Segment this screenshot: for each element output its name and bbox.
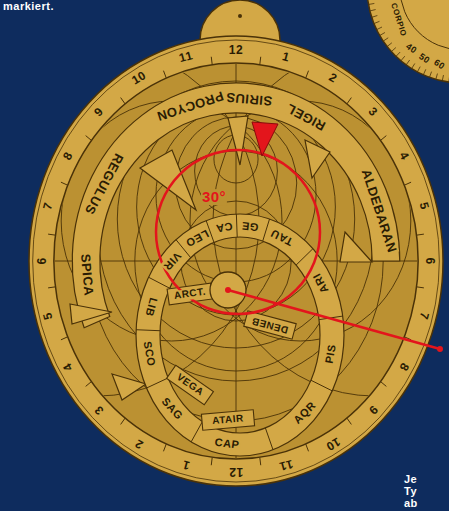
- disc-tick: [396, 52, 400, 56]
- caption-fragment: Ty: [404, 486, 417, 498]
- hour-tick: [211, 457, 213, 465]
- hour-tick: [48, 234, 55, 235]
- disc-tick: [374, 21, 380, 23]
- hour-tick: [417, 234, 424, 235]
- star-pointer: [340, 232, 372, 262]
- astrolabe-body: [0, 36, 449, 486]
- zodiac-divider: [263, 219, 270, 241]
- disc-tick: [406, 60, 410, 65]
- star-bar: [201, 410, 254, 430]
- star-name: SIRIUS: [224, 90, 273, 108]
- hour-tick: [86, 382, 92, 387]
- star-pointer: [305, 140, 330, 178]
- hour-tick: [404, 182, 411, 185]
- zodiac-divider: [311, 380, 332, 391]
- hour-tick: [417, 287, 424, 288]
- hour-tick: [163, 71, 166, 78]
- center-hub: [210, 272, 246, 308]
- star-pointer: [70, 304, 112, 324]
- azimuth-arc: [190, 101, 411, 341]
- hour-tick: [61, 337, 68, 340]
- hour-tick: [381, 136, 387, 141]
- zodiac-divider: [147, 378, 169, 388]
- rim-line: [33, 40, 440, 482]
- hour-tick: [259, 57, 261, 65]
- hour-number: 11: [277, 457, 295, 473]
- disc-tick: [442, 75, 443, 81]
- hour-tick: [86, 136, 92, 141]
- azimuth-arc: [213, 46, 449, 396]
- hour-number: 12: [228, 466, 244, 479]
- disc-tick: [401, 56, 405, 61]
- star-name: SPICA: [78, 253, 95, 298]
- star-bar: [244, 311, 296, 339]
- angle-circle: [156, 150, 320, 314]
- plate: [54, 63, 418, 459]
- star-bar: [167, 365, 214, 404]
- hour-tick: [347, 418, 351, 424]
- zodiac-divider: [136, 330, 160, 331]
- plate-lines: [0, 46, 449, 459]
- star-bar: [167, 283, 213, 305]
- hour-tick: [121, 418, 125, 424]
- disc-tick: [423, 69, 425, 74]
- throne-hole: [238, 14, 242, 18]
- zodiac-divider: [191, 422, 202, 442]
- star-pointer: [112, 374, 146, 400]
- zodiac-sign: CA: [214, 219, 235, 234]
- hour-tick: [163, 444, 166, 451]
- disc-tick: [412, 63, 415, 68]
- disc-tick: [383, 38, 388, 41]
- red-leader: [228, 290, 440, 349]
- red-end: [437, 346, 443, 352]
- star-pointer: [228, 116, 248, 165]
- hour-tick: [347, 98, 351, 104]
- disc-tick: [417, 67, 420, 72]
- hour-tick: [211, 57, 213, 65]
- star-pointer: [140, 150, 196, 210]
- disc-tick: [391, 48, 395, 52]
- corner-disc: [367, 0, 449, 83]
- hour-tick: [306, 71, 309, 78]
- zodiac-divider: [296, 249, 313, 265]
- hour-tick: [306, 444, 309, 451]
- disc-tick: [380, 33, 385, 36]
- disc-tick: [377, 27, 382, 30]
- disc-tick: [372, 16, 378, 18]
- hour-number: 6: [36, 256, 49, 265]
- disc-tick: [387, 43, 392, 47]
- hour-tick: [121, 98, 125, 104]
- caption-fragment: ab: [404, 498, 418, 510]
- zodiac-divider: [149, 277, 170, 288]
- disc-tick: [448, 76, 449, 82]
- hour-number: 6: [424, 256, 437, 265]
- azimuth-arc: [0, 46, 259, 396]
- red-pivot: [225, 287, 231, 293]
- hour-tick: [259, 457, 261, 465]
- disc-tick: [370, 10, 376, 11]
- caption-fragment: markiert.: [3, 1, 54, 13]
- ecliptic-ring: [136, 214, 344, 456]
- disc-tick: [436, 74, 438, 80]
- disc-tick: [368, 3, 374, 4]
- outer-rim: [29, 36, 443, 486]
- hour-tick: [48, 287, 55, 288]
- zodiac-divider: [265, 428, 273, 450]
- zodiac-sign: GE: [240, 219, 260, 232]
- hour-number: 12: [228, 44, 244, 57]
- hour-tick: [381, 382, 387, 387]
- angle-label: 30°: [201, 189, 227, 205]
- red-pointer: [252, 122, 278, 156]
- zodiac-divider: [236, 214, 238, 237]
- hour-tick: [61, 182, 68, 185]
- caption-fragment: Je: [404, 474, 417, 486]
- disc-tick: [430, 72, 432, 78]
